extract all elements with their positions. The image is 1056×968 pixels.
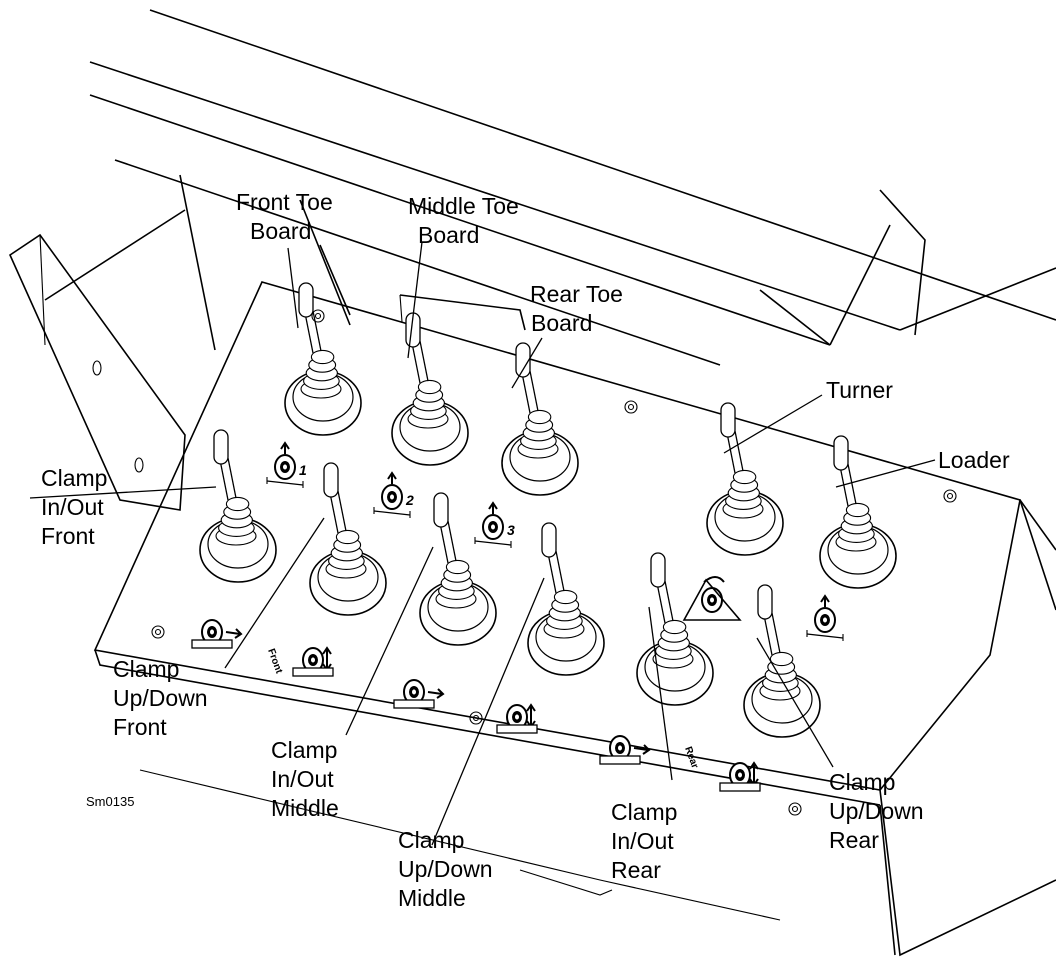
joystick-middle-toe-board[interactable]	[391, 312, 469, 466]
callout-front-toe-board: Front Toe Board	[236, 189, 339, 244]
callout-middle-toe-board: Middle Toe Board	[408, 193, 525, 248]
leader-lines	[29, 241, 936, 846]
callout-labels: Front Toe Board Middle Toe Board Rear To…	[41, 189, 1010, 911]
joystick-turner[interactable]	[706, 402, 784, 556]
machine-frame	[8, 9, 1056, 511]
decal-number: 2	[405, 492, 414, 508]
decal-clamp-inout-middle	[393, 679, 445, 709]
decal-turner	[682, 576, 742, 621]
callout-clamp-inout-rear: Clamp In/Out Rear	[611, 799, 684, 883]
decal-rear-toe-board: 3	[474, 501, 515, 548]
decal-clamp-updown-front	[292, 646, 334, 677]
callout-clamp-inout-front: Clamp In/Out Front	[41, 465, 114, 549]
callout-clamp-updown-middle: Clamp Up/Down Middle	[398, 827, 499, 911]
panel-mark-front: Front	[265, 647, 284, 675]
joystick-group	[199, 282, 897, 738]
callout-clamp-updown-front: Clamp Up/Down Front	[113, 656, 214, 740]
decal-number: 1	[299, 462, 307, 478]
joystick-loader[interactable]	[819, 435, 897, 589]
callout-rear-toe-board: Rear Toe Board	[530, 281, 629, 336]
decal-clamp-inout-front	[191, 619, 243, 649]
joystick-clamp-inout-middle[interactable]	[419, 492, 497, 646]
joystick-clamp-inout-rear[interactable]	[636, 552, 714, 706]
decal-middle-toe-board: 2	[373, 471, 414, 518]
decal-clamp-updown-rear	[719, 761, 761, 792]
panel-mark-rear: Rear	[682, 745, 700, 770]
callout-clamp-inout-middle: Clamp In/Out Middle	[271, 737, 344, 821]
callout-turner: Turner	[826, 377, 893, 403]
joystick-clamp-updown-front[interactable]	[309, 462, 387, 616]
joystick-front-toe-board[interactable]	[284, 282, 362, 436]
decal-clamp-updown-middle	[496, 703, 538, 734]
callout-clamp-updown-rear: Clamp Up/Down Rear	[829, 769, 930, 853]
joystick-rear-toe-board[interactable]	[501, 342, 579, 496]
decal-group: 1 2 3	[191, 441, 844, 792]
decal-front-toe-board: 1	[266, 441, 307, 488]
decal-number: 3	[507, 522, 515, 538]
joystick-clamp-inout-front[interactable]	[199, 429, 277, 583]
joystick-clamp-updown-rear[interactable]	[743, 584, 821, 738]
figure-code: Sm0135	[86, 794, 134, 809]
callout-loader: Loader	[938, 447, 1010, 473]
decal-clamp-inout-rear	[599, 735, 651, 765]
decal-loader	[806, 594, 844, 641]
joystick-clamp-updown-middle[interactable]	[527, 522, 605, 676]
